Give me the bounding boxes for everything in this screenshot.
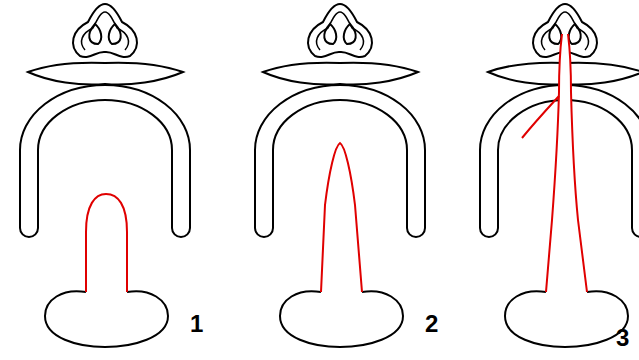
stage-number: 3 xyxy=(616,326,629,350)
stage-number: 2 xyxy=(425,312,438,336)
stage-number: 1 xyxy=(190,312,203,336)
